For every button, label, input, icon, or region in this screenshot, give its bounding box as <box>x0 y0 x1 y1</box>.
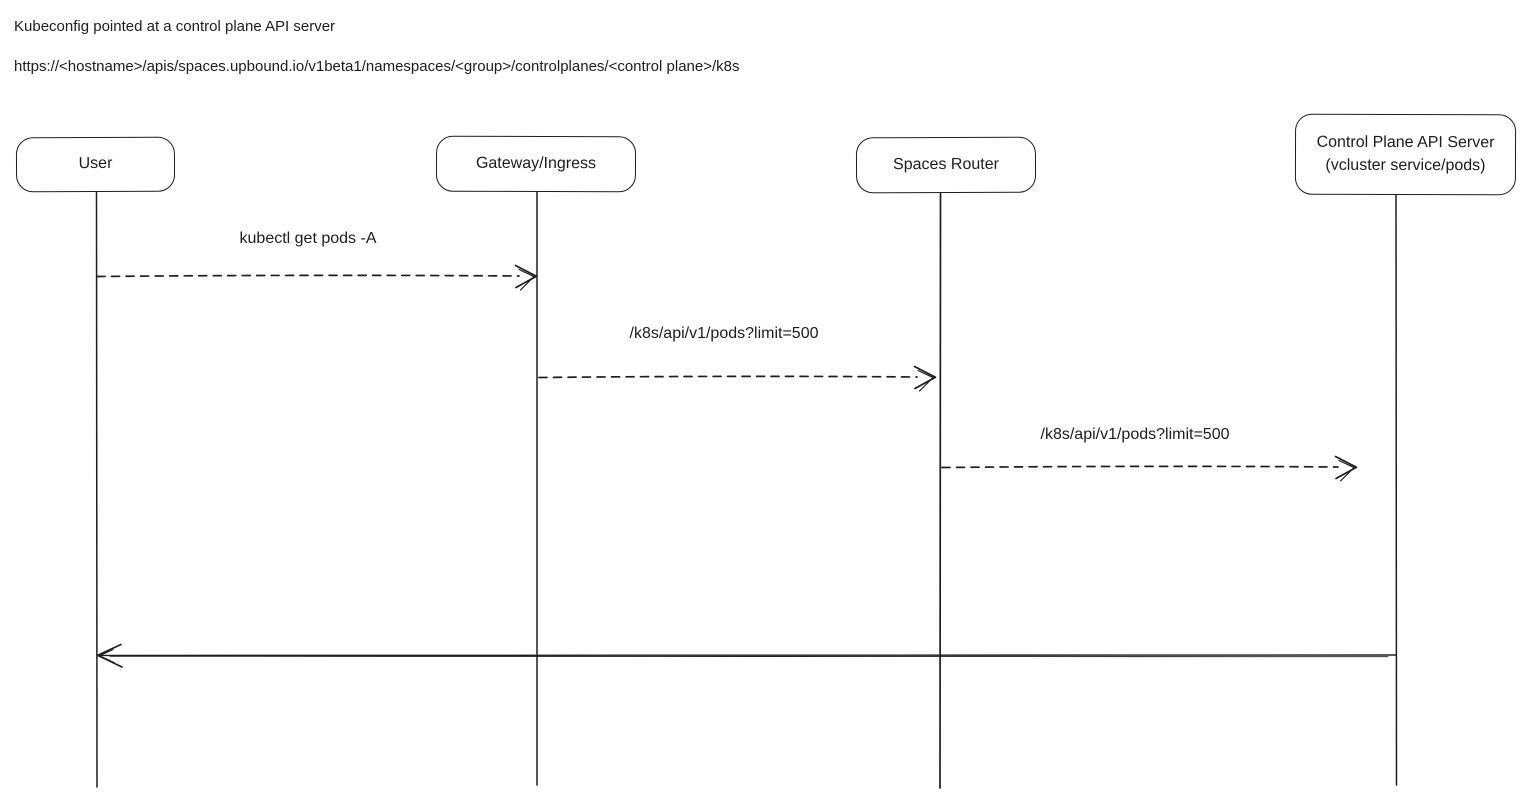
lifeline-control-plane <box>1395 192 1398 786</box>
message-arrow-k8s-api-1 <box>538 365 937 392</box>
message-arrow-k8s-api-2 <box>941 455 1358 482</box>
message-label-k8s-api-2: /k8s/api/v1/pods?limit=500 <box>1040 426 1230 443</box>
actor-box-spaces-router: Spaces Router <box>855 136 1037 194</box>
message-arrow-kubectl-line <box>96 274 520 278</box>
message-arrow-k8s-api-2-line <box>941 465 1339 469</box>
actor-box-control-plane: Control Plane API Server (vcluster servi… <box>1294 113 1517 196</box>
message-arrow-kubectl-head <box>514 264 538 289</box>
message-label-kubectl: kubectl get pods -A <box>239 230 377 247</box>
response-arrow-head <box>96 643 123 668</box>
actor-label-gateway-ingress: Gateway/Ingress <box>475 154 597 173</box>
actor-sublabel-control-plane: (vcluster service/pods) <box>1325 156 1486 174</box>
response-arrow <box>96 643 1397 668</box>
actor-box-user: User <box>15 136 176 193</box>
message-arrow-k8s-api-2-head <box>1334 455 1358 480</box>
actor-box-gateway-ingress: Gateway/Ingress <box>435 135 637 193</box>
response-arrow-head-pass2 <box>98 648 115 664</box>
message-arrow-k8s-api-2-head-pass2 <box>1338 459 1355 482</box>
message-arrow-kubectl <box>96 264 538 291</box>
lifeline-user <box>95 189 98 788</box>
actor-label-spaces-router: Spaces Router <box>893 155 999 173</box>
message-arrow-kubectl-head-pass2 <box>518 268 535 291</box>
actor-label-control-plane: Control Plane API Server <box>1316 133 1495 152</box>
message-arrow-k8s-api-1-head <box>913 365 937 390</box>
lifeline-spaces-router <box>939 190 942 789</box>
message-arrow-k8s-api-1-head-pass2 <box>917 369 934 392</box>
actor-label-user: User <box>78 155 113 173</box>
diagram-title: Kubeconfig pointed at a control plane AP… <box>14 18 336 35</box>
message-label-k8s-api-1: /k8s/api/v1/pods?limit=500 <box>629 325 819 342</box>
message-arrow-k8s-api-1-line <box>538 375 918 379</box>
kubeconfig-url-text: https://<hostname>/apis/spaces.upbound.i… <box>14 58 740 75</box>
